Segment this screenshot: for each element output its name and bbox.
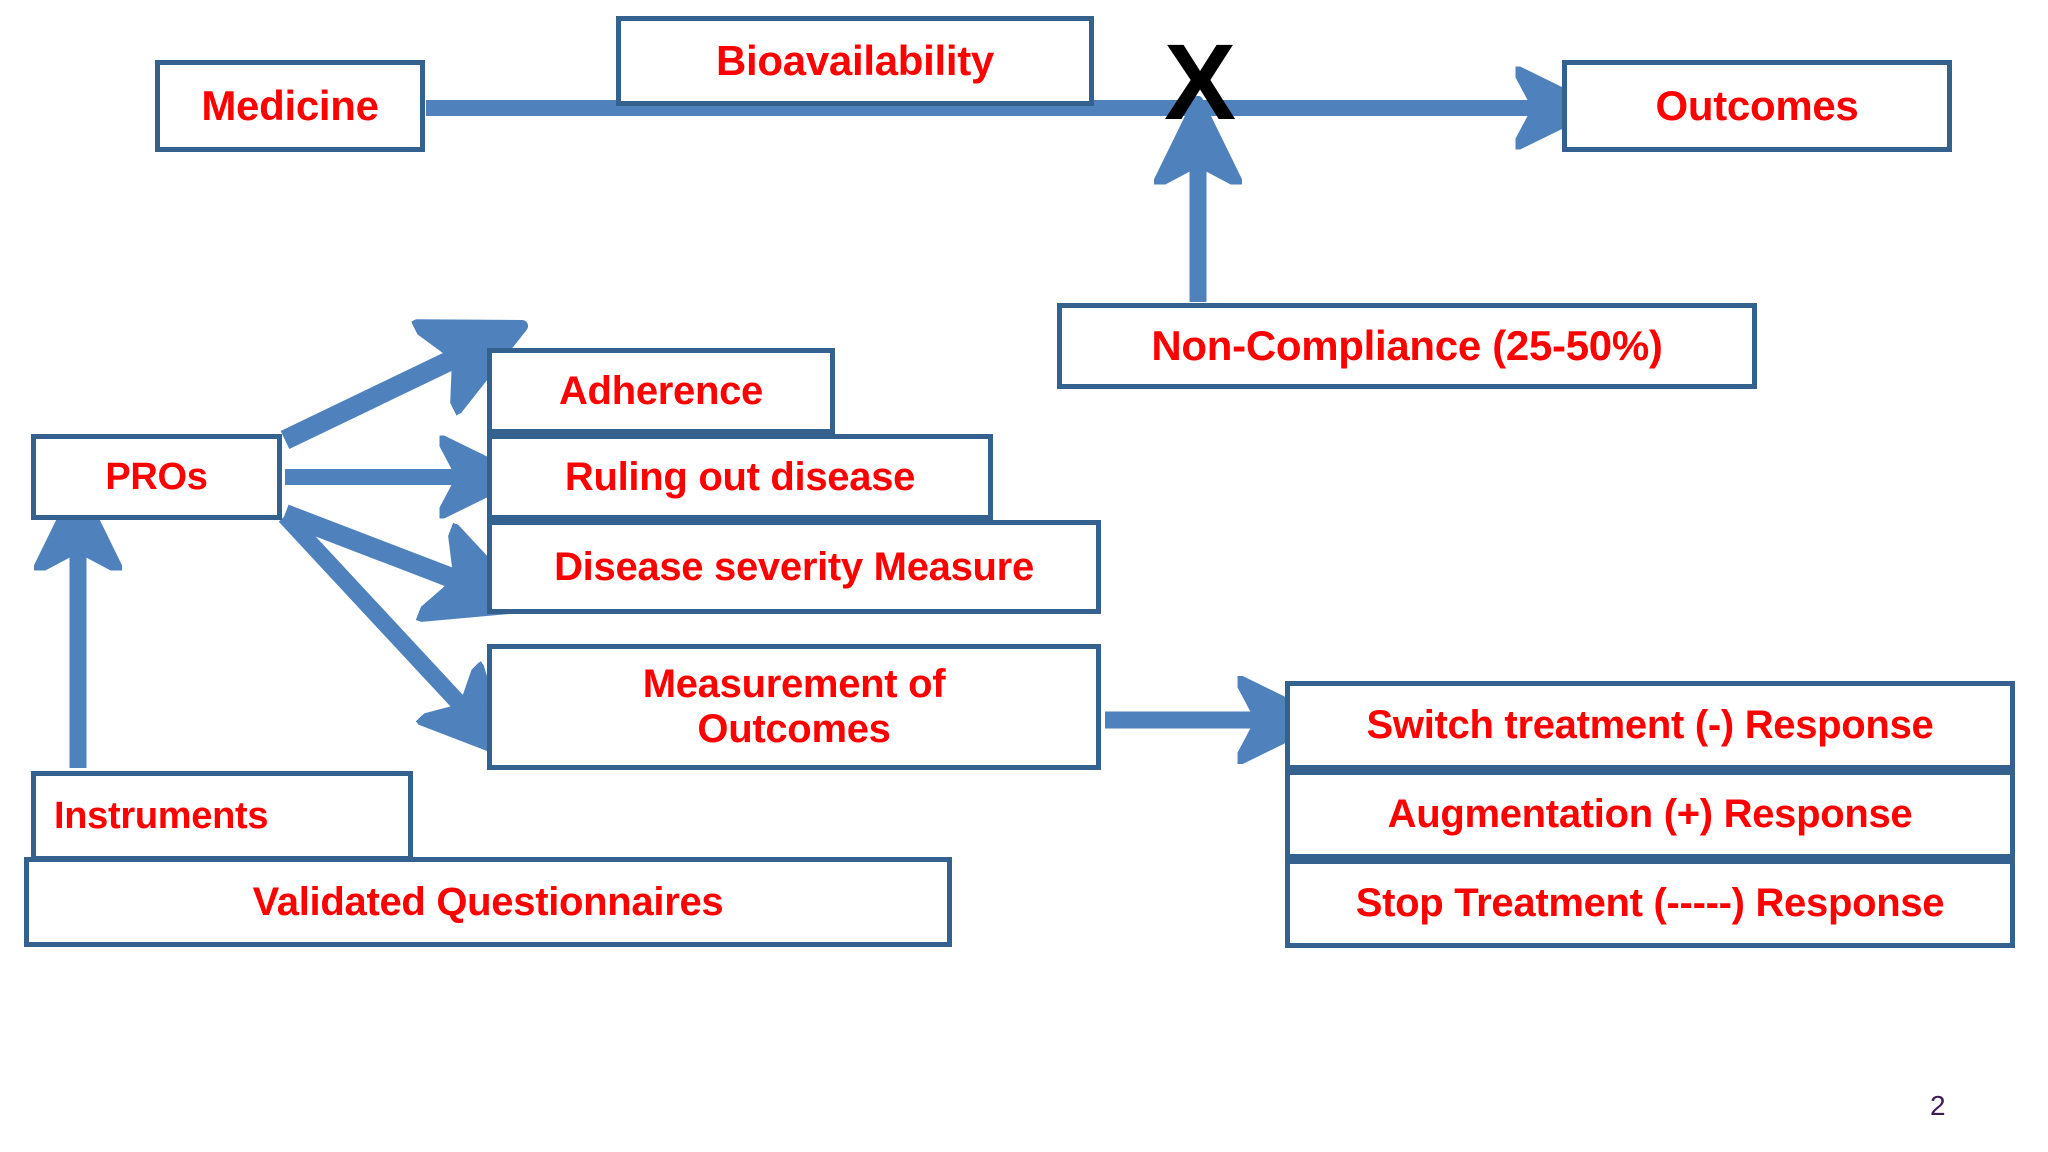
box-ruling-out-disease-label: Ruling out disease xyxy=(564,454,916,499)
box-instruments-label: Instruments xyxy=(54,794,269,837)
box-stop-treatment[interactable]: Stop Treatment (-----) Response xyxy=(1285,859,2015,948)
box-augmentation-label: Augmentation (+) Response xyxy=(1387,792,1913,837)
box-measurement-of-outcomes[interactable]: Measurement of Outcomes xyxy=(487,644,1101,770)
box-measurement-of-outcomes-line1: Measurement of xyxy=(642,662,946,707)
box-pros[interactable]: PROs xyxy=(31,434,282,520)
arrow-pros-to-measurement-of-outcomes xyxy=(278,510,470,715)
box-switch-treatment-label: Switch treatment (-) Response xyxy=(1366,703,1934,748)
box-medicine[interactable]: Medicine xyxy=(155,60,425,152)
page-number: 2 xyxy=(1930,1090,1946,1121)
box-bioavailability[interactable]: Bioavailability xyxy=(616,16,1094,106)
arrow-pros-to-disease-severity xyxy=(281,504,470,585)
box-outcomes[interactable]: Outcomes xyxy=(1562,60,1952,152)
box-stop-treatment-label: Stop Treatment (-----) Response xyxy=(1355,881,1945,926)
box-bioavailability-label: Bioavailability xyxy=(716,37,994,85)
box-validated-questionnaires-label: Validated Questionnaires xyxy=(252,879,724,924)
box-pros-label: PROs xyxy=(105,455,208,498)
box-augmentation[interactable]: Augmentation (+) Response xyxy=(1285,770,2015,859)
arrow-pros-to-adherence xyxy=(280,352,468,450)
box-validated-questionnaires[interactable]: Validated Questionnaires xyxy=(24,857,952,947)
box-medicine-label: Medicine xyxy=(201,82,379,130)
box-non-compliance[interactable]: Non-Compliance (25-50%) xyxy=(1057,303,1757,389)
box-ruling-out-disease[interactable]: Ruling out disease xyxy=(487,434,993,520)
box-non-compliance-label: Non-Compliance (25-50%) xyxy=(1151,322,1663,370)
box-measurement-of-outcomes-label: Measurement of Outcomes xyxy=(492,662,1096,752)
box-measurement-of-outcomes-line2: Outcomes xyxy=(697,707,891,751)
box-disease-severity-measure[interactable]: Disease severity Measure xyxy=(487,520,1101,614)
box-adherence[interactable]: Adherence xyxy=(487,348,835,434)
box-disease-severity-measure-label: Disease severity Measure xyxy=(554,544,1034,589)
box-instruments[interactable]: Instruments xyxy=(31,771,413,861)
box-adherence-label: Adherence xyxy=(558,368,764,413)
box-switch-treatment[interactable]: Switch treatment (-) Response xyxy=(1285,681,2015,770)
blocked-x-icon: X xyxy=(1163,21,1237,142)
box-outcomes-label: Outcomes xyxy=(1655,82,1859,130)
